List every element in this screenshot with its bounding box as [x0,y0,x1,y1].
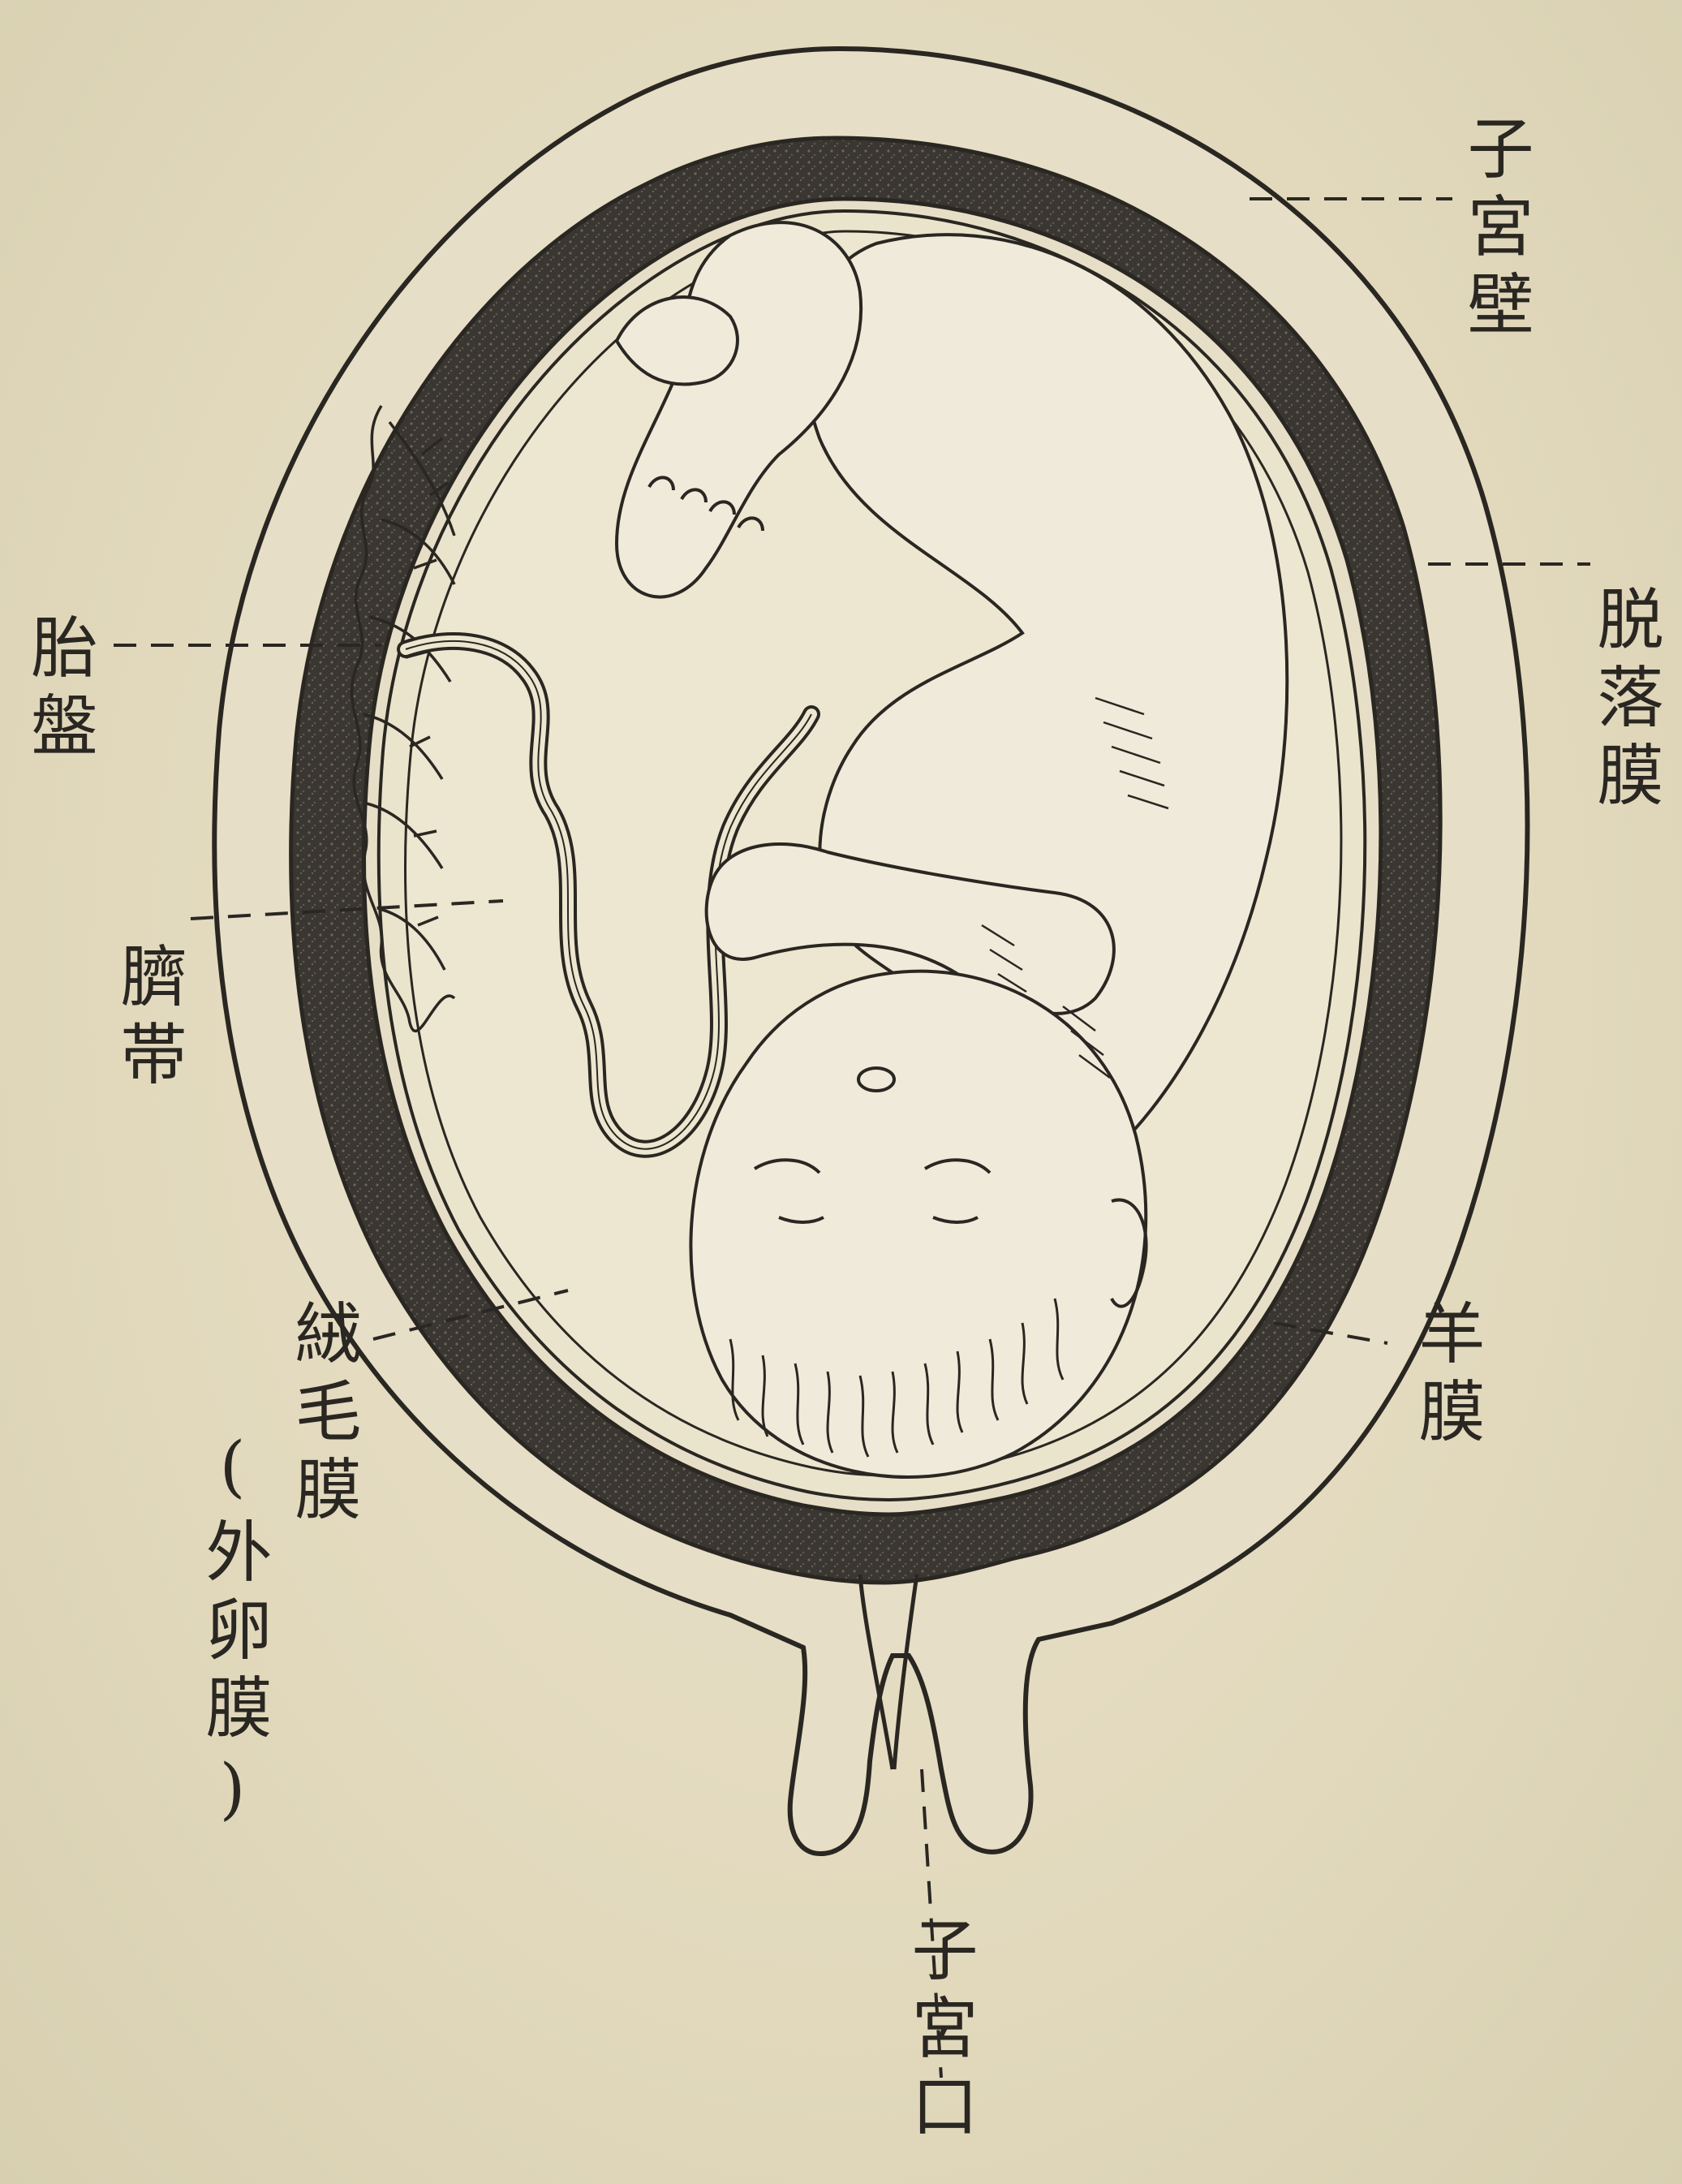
label-umbilical-cord: 臍帯 [114,941,180,1097]
label-decidua: 脱落膜 [1590,584,1657,818]
label-uterine-wall: 子宮壁 [1460,114,1527,347]
label-chorion-alt: (外卵膜) [199,1428,265,1839]
label-amnion: 羊膜 [1412,1299,1478,1454]
label-chorion: 絨毛膜 [288,1299,355,1532]
label-cervix: 子宮口 [905,1915,971,2149]
label-placenta: 胎盤 [24,613,91,769]
